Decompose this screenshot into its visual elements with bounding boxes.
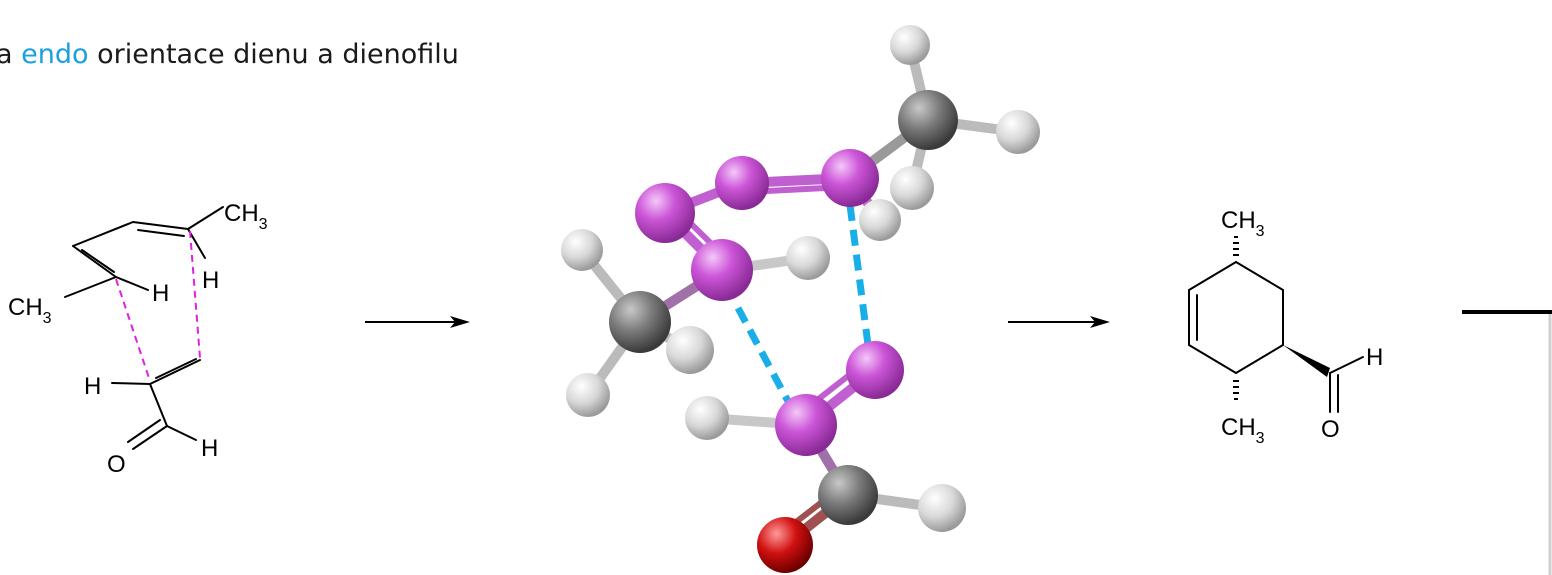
wedge-bond bbox=[1283, 345, 1330, 377]
carbonyl-double-bond-inner bbox=[127, 419, 161, 443]
atom-hydrogen bbox=[666, 326, 714, 374]
caption: a endo orientace dienu a dienofilu bbox=[0, 39, 459, 70]
atom-oxygen bbox=[757, 517, 813, 573]
bond-to-ch3-left bbox=[64, 276, 117, 298]
partial-frame-right bbox=[1462, 310, 1552, 575]
product-o: O bbox=[1321, 416, 1340, 443]
bond-to-h-aldehyde bbox=[166, 425, 197, 441]
atom-carbon-methyl bbox=[898, 90, 958, 150]
reactant-ch3-left: CH3 bbox=[8, 294, 52, 327]
atom-carbon-dienophile bbox=[775, 394, 837, 456]
atom-hydrogen bbox=[996, 110, 1040, 154]
arrow-right-icon bbox=[1008, 316, 1110, 328]
atom-hydrogen bbox=[685, 396, 729, 440]
diene-bond-2-inner bbox=[137, 229, 185, 237]
bond-to-h-left bbox=[111, 382, 151, 385]
ring-bond bbox=[1188, 344, 1237, 374]
caption-prefix: a bbox=[0, 39, 13, 70]
transition-state-model bbox=[561, 25, 1040, 573]
arrow-right-icon bbox=[365, 316, 470, 328]
atom-carbon-diene bbox=[635, 183, 695, 243]
caption-highlight-endo: endo bbox=[21, 39, 88, 70]
product-ch3-top: CH3 bbox=[1221, 207, 1265, 240]
atom-hydrogen bbox=[566, 373, 610, 417]
ring-bond bbox=[1235, 344, 1284, 374]
reactant-ch3-top: CH3 bbox=[224, 200, 268, 233]
atom-carbon-diene bbox=[715, 156, 769, 210]
forming-bond-right bbox=[189, 230, 201, 359]
reactant-h-inner: H bbox=[152, 280, 169, 307]
diene-bond-3-inner bbox=[81, 249, 115, 273]
bond-to-carbonyl bbox=[149, 383, 168, 427]
atom-hydrogen bbox=[859, 199, 901, 241]
reactant-h-right: H bbox=[202, 267, 219, 294]
ring-bond bbox=[1235, 261, 1284, 291]
dienophile-double-bond-inner bbox=[155, 358, 197, 379]
diene-bond-1 bbox=[72, 221, 134, 247]
atom-carbon-methyl bbox=[609, 291, 671, 353]
diene-bond-2 bbox=[132, 221, 189, 230]
bond-to-h-inner bbox=[115, 276, 149, 291]
hashed-bond-bottom bbox=[1233, 380, 1239, 400]
reactant-structure bbox=[64, 206, 224, 450]
atom-hydrogen bbox=[786, 236, 830, 280]
atom-carbon-carbonyl bbox=[818, 465, 878, 525]
bond-to-ch3-top bbox=[187, 206, 224, 230]
ts-forming-bond-left bbox=[734, 306, 794, 407]
forming-bond-left bbox=[115, 278, 151, 382]
atom-carbon-diene bbox=[691, 239, 753, 301]
atom-carbon-diene bbox=[821, 149, 879, 207]
atom-carbon-dienophile bbox=[846, 341, 904, 399]
product-h-aldehyde: H bbox=[1366, 344, 1383, 371]
caption-rest: orientace dienu a dienofilu bbox=[97, 39, 459, 70]
reactant-h-left: H bbox=[84, 373, 101, 400]
atom-hydrogen bbox=[561, 229, 603, 271]
ring-bond bbox=[1188, 261, 1237, 291]
atom-hydrogen bbox=[918, 484, 966, 532]
dienophile-double-bond bbox=[149, 359, 201, 385]
atom-hydrogen bbox=[890, 166, 934, 210]
diene-bond-3 bbox=[72, 245, 117, 278]
product-ch3-bottom: CH3 bbox=[1221, 414, 1265, 447]
atom-hydrogen bbox=[890, 25, 930, 65]
carbonyl-double-bond bbox=[132, 425, 168, 450]
product-structure bbox=[1188, 261, 1364, 413]
hashed-bond-top bbox=[1233, 236, 1239, 256]
reactant-o: O bbox=[107, 451, 126, 478]
reactant-h-aldehyde: H bbox=[201, 435, 218, 462]
bond-to-h-aldehyde bbox=[1329, 356, 1364, 374]
